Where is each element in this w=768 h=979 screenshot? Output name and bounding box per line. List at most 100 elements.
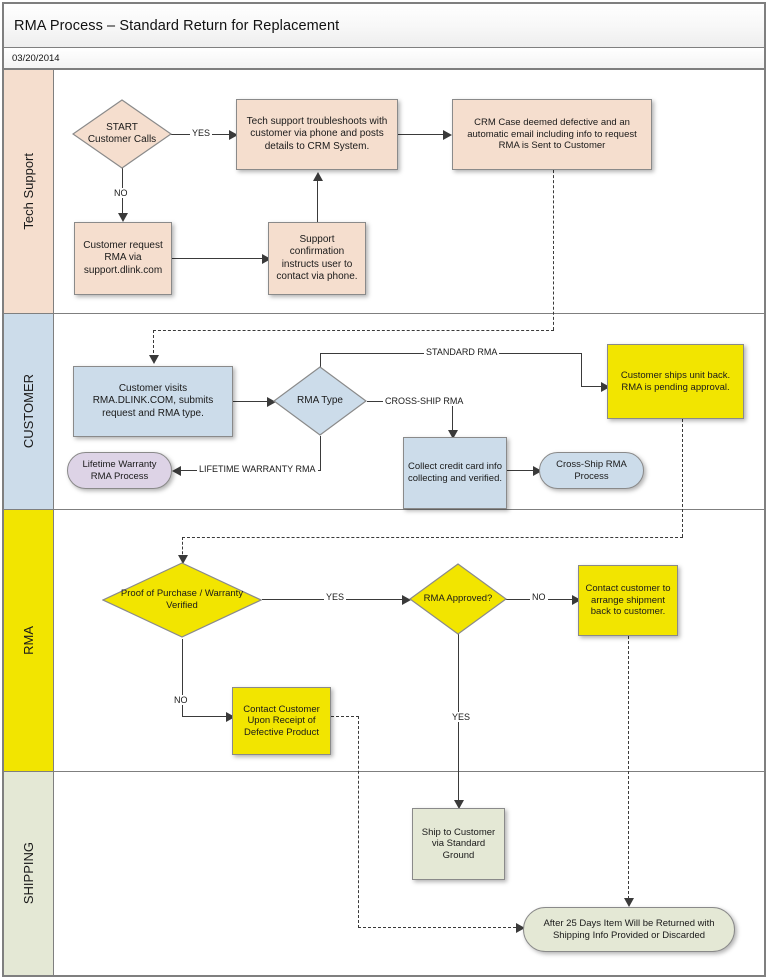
edge-receipt-to-after25	[358, 927, 521, 928]
arrowhead-crossship-process	[533, 466, 542, 476]
arrowhead-lifetime-process	[172, 466, 181, 476]
swimlane-label-rma: RMA	[21, 626, 36, 655]
edge-receipt-right	[331, 716, 359, 717]
edge-label-no-2: NO	[172, 695, 190, 705]
node-label-customer-ships: Customer ships unit back. RMA is pending…	[620, 369, 731, 393]
edge-troubleshoot-to-crm	[398, 134, 446, 136]
edge-crm-left	[153, 330, 554, 331]
arrowhead-crm	[443, 130, 452, 140]
node-label-customer-visits: Customer visits RMA.DLINK.COM, submits r…	[92, 383, 214, 419]
page-title: RMA Process – Standard Return for Replac…	[14, 17, 340, 34]
edge-standard-rma-in	[581, 386, 607, 388]
arrowhead-after25-left	[516, 923, 525, 933]
edge-label-no-1: NO	[112, 188, 130, 198]
swimlane-label-shipping: SHIPPING	[21, 842, 36, 905]
edge-request-to-confirmation	[172, 258, 268, 260]
swimlane-body-rma	[54, 510, 764, 771]
arrowhead-contact-receipt	[226, 712, 235, 722]
node-start-customer-calls[interactable]: START Customer Calls	[72, 99, 172, 169]
node-label-crm-case: CRM Case deemed defective and an automat…	[467, 117, 637, 152]
node-tech-troubleshoots[interactable]: Tech support troubleshoots with customer…	[236, 99, 398, 170]
arrowhead-contact-arrange	[572, 595, 581, 605]
arrowhead-after25-top	[624, 898, 634, 907]
edge-rmatype-top	[320, 353, 322, 367]
node-label-contact-receipt: Contact Customer Upon Receipt of Defecti…	[243, 703, 320, 738]
diamond-shape-rma-approved	[409, 563, 507, 635]
edge-crm-down	[553, 170, 554, 330]
edge-ships-left	[182, 537, 683, 538]
edge-proof-no-down	[182, 639, 184, 717]
arrowhead-customer-ships	[601, 382, 610, 392]
node-after-25-days[interactable]: After 25 Days Item Will be Returned with…	[523, 907, 735, 952]
node-contact-customer-receipt[interactable]: Contact Customer Upon Receipt of Defecti…	[232, 687, 331, 755]
arrowhead-troubleshoot	[229, 130, 238, 140]
edge-ships-down-to-proof	[182, 537, 183, 559]
diamond-shape-start	[72, 99, 172, 169]
diamond-shape-proof	[102, 562, 262, 638]
node-customer-ships-unit[interactable]: Customer ships unit back. RMA is pending…	[607, 344, 744, 419]
arrowhead-rmatype	[267, 397, 276, 407]
node-label-crossship-process: Cross-Ship RMA Process	[556, 458, 627, 482]
arrowhead-rma-approved	[402, 595, 411, 605]
arrowhead-collect-cc	[448, 430, 458, 439]
edge-label-yes-2: YES	[324, 592, 347, 602]
edge-cc-to-crossship	[507, 470, 539, 472]
arrowhead-customer-visits	[149, 355, 159, 364]
node-label-customer-request: Customer request RMA via support.dlink.c…	[83, 240, 163, 276]
node-customer-visits[interactable]: Customer visits RMA.DLINK.COM, submits r…	[73, 366, 233, 437]
edge-lifetime-down	[320, 436, 322, 471]
node-label-ship-to-customer: Ship to Customer via Standard Ground	[421, 826, 496, 861]
swimlane-header-rma: RMA	[4, 510, 54, 771]
node-label-rma-approved: RMA Approved?	[423, 593, 493, 605]
swimlane-label-customer: CUSTOMER	[21, 374, 36, 449]
node-rma-approved[interactable]: RMA Approved?	[409, 563, 507, 635]
node-support-confirmation[interactable]: Support confirmation instructs user to c…	[268, 222, 366, 295]
swimlane-rma: RMA	[4, 510, 764, 772]
node-label-rma-type: RMA Type	[297, 394, 343, 406]
node-rma-type[interactable]: RMA Type	[273, 366, 367, 436]
title-bar: RMA Process – Standard Return for Replac…	[4, 4, 764, 48]
node-label-after-25-days: After 25 Days Item Will be Returned with…	[543, 917, 715, 941]
edge-proof-no-right	[182, 716, 231, 718]
node-label-proof-of-purchase: Proof of Purchase / Warranty Verified	[120, 588, 244, 611]
node-ship-to-customer[interactable]: Ship to Customer via Standard Ground	[412, 808, 505, 880]
edge-standard-rma-down	[581, 353, 583, 386]
node-label-start: START Customer Calls	[87, 121, 157, 145]
edge-crm-down-to-visits	[153, 330, 154, 358]
swimlane-header-shipping: SHIPPING	[4, 772, 54, 975]
edge-ships-down	[682, 419, 683, 537]
date-label: 03/20/2014	[12, 52, 60, 64]
arrowhead-ship-to-customer	[454, 800, 464, 809]
edge-label-yes-1: YES	[190, 128, 213, 138]
node-lifetime-warranty-process[interactable]: Lifetime Warranty RMA Process	[67, 452, 172, 489]
node-label-support-confirmation: Support confirmation instructs user to c…	[276, 234, 358, 282]
node-cross-ship-process[interactable]: Cross-Ship RMA Process	[539, 452, 644, 489]
edge-confirmation-to-troubleshoot	[317, 178, 319, 222]
arrowhead-troubleshoot-up	[313, 172, 323, 181]
edge-crossship-down	[452, 401, 454, 436]
edge-label-standard-rma: STANDARD RMA	[424, 347, 500, 357]
node-label-lifetime-process: Lifetime Warranty RMA Process	[82, 458, 157, 482]
edge-label-cross-ship-rma: CROSS-SHIP RMA	[383, 396, 466, 406]
edge-arrange-down	[628, 636, 629, 904]
date-bar: 03/20/2014	[4, 48, 764, 70]
edge-label-no-3: NO	[530, 592, 548, 602]
node-contact-customer-arrange[interactable]: Contact customer to arrange shipment bac…	[578, 565, 678, 636]
swimlane-label-tech-support: Tech Support	[21, 153, 36, 230]
swimlane-header-customer: CUSTOMER	[4, 314, 54, 509]
arrowhead-request	[118, 213, 128, 222]
node-collect-credit-card[interactable]: Collect credit card info collecting and …	[403, 437, 507, 509]
arrowhead-confirmation	[262, 254, 271, 264]
edge-label-lifetime-warranty-rma: LIFETIME WARRANTY RMA	[197, 464, 318, 474]
edge-visits-to-rmatype	[233, 401, 273, 403]
node-label-collect-cc: Collect credit card info collecting and …	[408, 461, 502, 484]
edge-receipt-down	[358, 716, 359, 928]
node-label-tech-troubleshoots: Tech support troubleshoots with customer…	[246, 116, 388, 152]
arrowhead-proof-of-purchase	[178, 555, 188, 564]
node-customer-request-rma[interactable]: Customer request RMA via support.dlink.c…	[74, 222, 172, 295]
diamond-shape-rma-type	[273, 366, 367, 436]
node-crm-case-defective[interactable]: CRM Case deemed defective and an automat…	[452, 99, 652, 170]
node-proof-of-purchase[interactable]: Proof of Purchase / Warranty Verified	[102, 562, 262, 638]
swimlane-header-tech-support: Tech Support	[4, 70, 54, 313]
